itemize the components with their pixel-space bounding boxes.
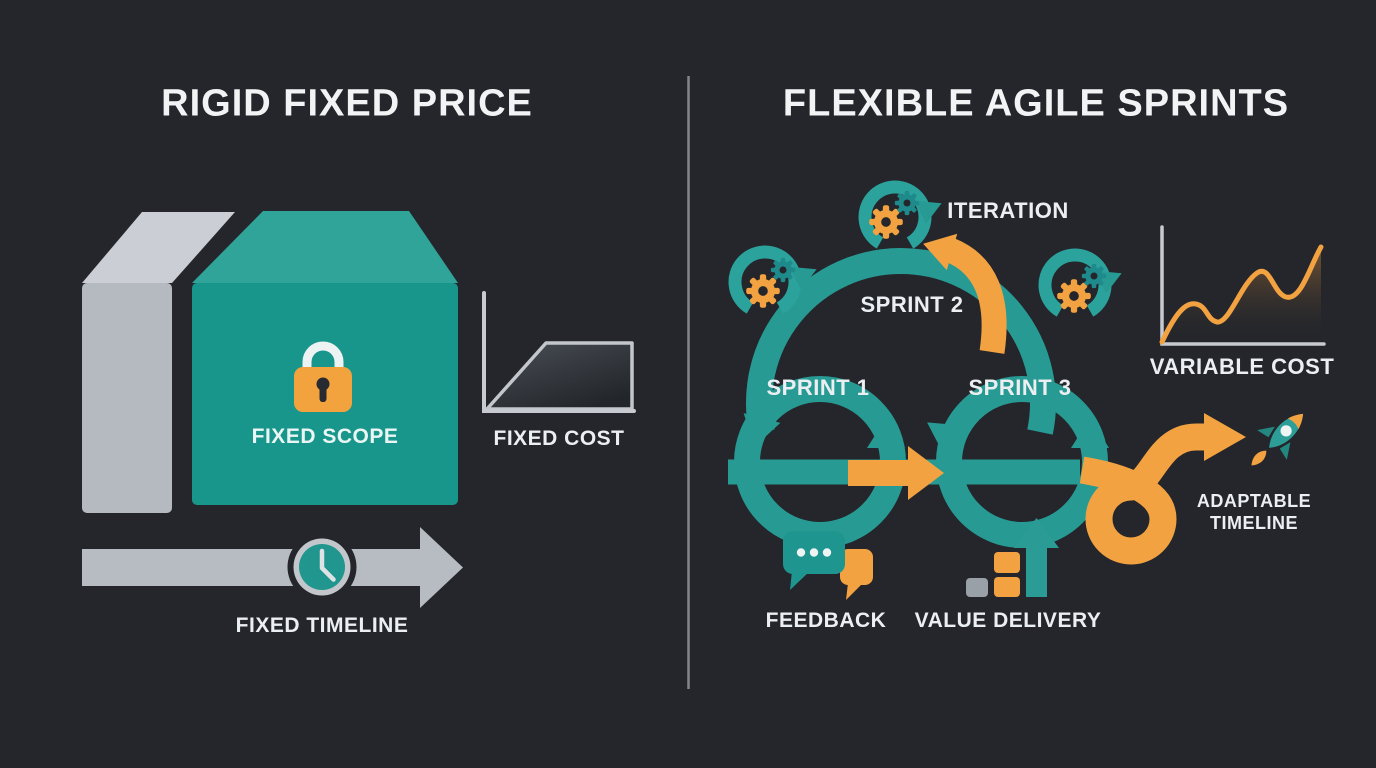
gray-slab-top-face [82,212,235,283]
sprint1-label: SPRINT 1 [766,375,870,400]
adaptable-timeline-label: ADAPTABLE TIMELINE [1197,490,1311,534]
feedback-label: FEEDBACK [765,609,887,632]
fixed-cost-chart-icon [482,291,636,413]
gear-ring-top [858,180,932,249]
variable-cost-chart-icon [1159,225,1326,346]
clock-icon [287,532,357,602]
flow-orange-arrow [848,446,944,500]
variable-cost-label: VARIABLE COST [1149,354,1335,379]
gear-ring-right [1038,248,1112,317]
flow-arrow-head [908,446,944,500]
chat-bubbles-icon [783,531,873,600]
sprint2-label: SPRINT 2 [860,292,964,317]
rocket-icon [1251,413,1304,466]
fixed-timeline-label: FIXED TIMELINE [235,614,409,637]
right-panel-title: FLEXIBLE AGILE SPRINTS [782,82,1290,125]
loop-de-loop-path [1079,423,1206,565]
sprint2-arc [746,248,1056,435]
fixed-timeline-arrow [82,527,463,608]
cost-chart-axes [482,291,636,413]
gear-ring-left [728,245,802,314]
gear-icon [1081,263,1107,289]
adaptable-timeline-line2: TIMELINE [1209,513,1298,533]
gear-icon [746,274,780,308]
teal-box-top-face [192,211,458,283]
gray-slab-front-face [82,283,172,513]
iteration-label: ITERATION [947,198,1069,223]
left-panel-title: RIGID FIXED PRICE [161,82,533,125]
iteration-arrow-curve [944,238,1007,354]
adaptable-loop-arrow [1079,413,1246,565]
fixed-scope-box-illustration [82,211,458,513]
adaptable-timeline-line1: ADAPTABLE [1196,491,1312,511]
timeline-arrow-shaft [82,549,420,586]
bar-growth-icon [966,518,1059,597]
value-delivery-label: VALUE DELIVERY [914,609,1102,632]
sprint3-label: SPRINT 3 [968,375,1072,400]
lock-icon [294,341,352,412]
fixed-scope-label: FIXED SCOPE [251,425,399,448]
iteration-arrow [917,225,1007,354]
flow-arrow-shaft [848,460,910,486]
gear-icon [770,257,796,283]
variable-cost-curve [1159,244,1324,345]
fixed-cost-label: FIXED COST [493,427,625,450]
gear-icon [894,190,920,216]
loop-arrow-head [1204,413,1246,461]
cost-plateau-shape [485,341,634,411]
timeline-arrow-head [420,527,463,608]
